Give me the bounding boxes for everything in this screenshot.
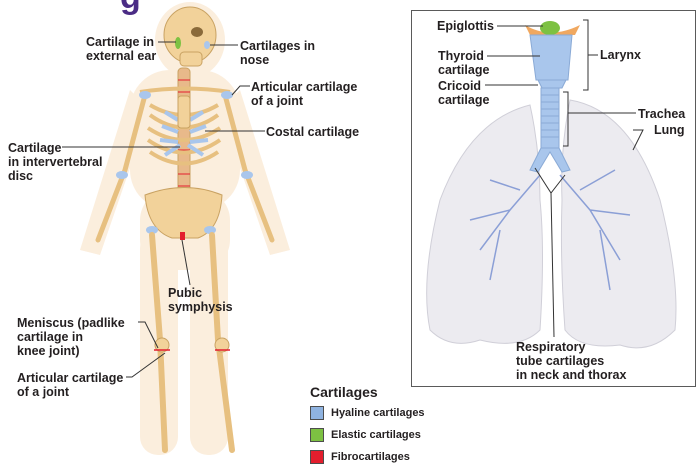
rib-cage [139,86,231,166]
label-larynx: Larynx [600,48,641,62]
legend-item-hyaline: Hyaline cartilages [310,406,425,420]
label-lung: Lung [654,123,685,137]
trachea [540,87,560,149]
respiratory-leader-lines [485,19,644,338]
legend-item-elastic: Elastic cartilages [310,428,421,442]
leader-lines [62,41,265,378]
hyaline-swatch-icon [310,406,324,420]
arms [95,92,275,243]
title-fragment: g [120,0,141,17]
elastic-swatch-icon [310,428,324,442]
pelvis [144,187,223,239]
skull [163,6,217,67]
epiglottis [525,25,580,35]
bronchial-tree [469,169,631,291]
legend-title: Cartilages [310,384,378,400]
label-costal-cartilage: Costal cartilage [266,125,360,139]
label-trachea: Trachea [638,107,686,121]
legend-item-fibro: Fibrocartilages [310,450,410,464]
thyroid-cartilage [529,34,573,81]
right-lung [560,99,677,349]
left-lung [426,104,543,344]
label-epiglottis: Epiglottis [437,19,494,33]
fibro-swatch-icon [310,450,324,464]
